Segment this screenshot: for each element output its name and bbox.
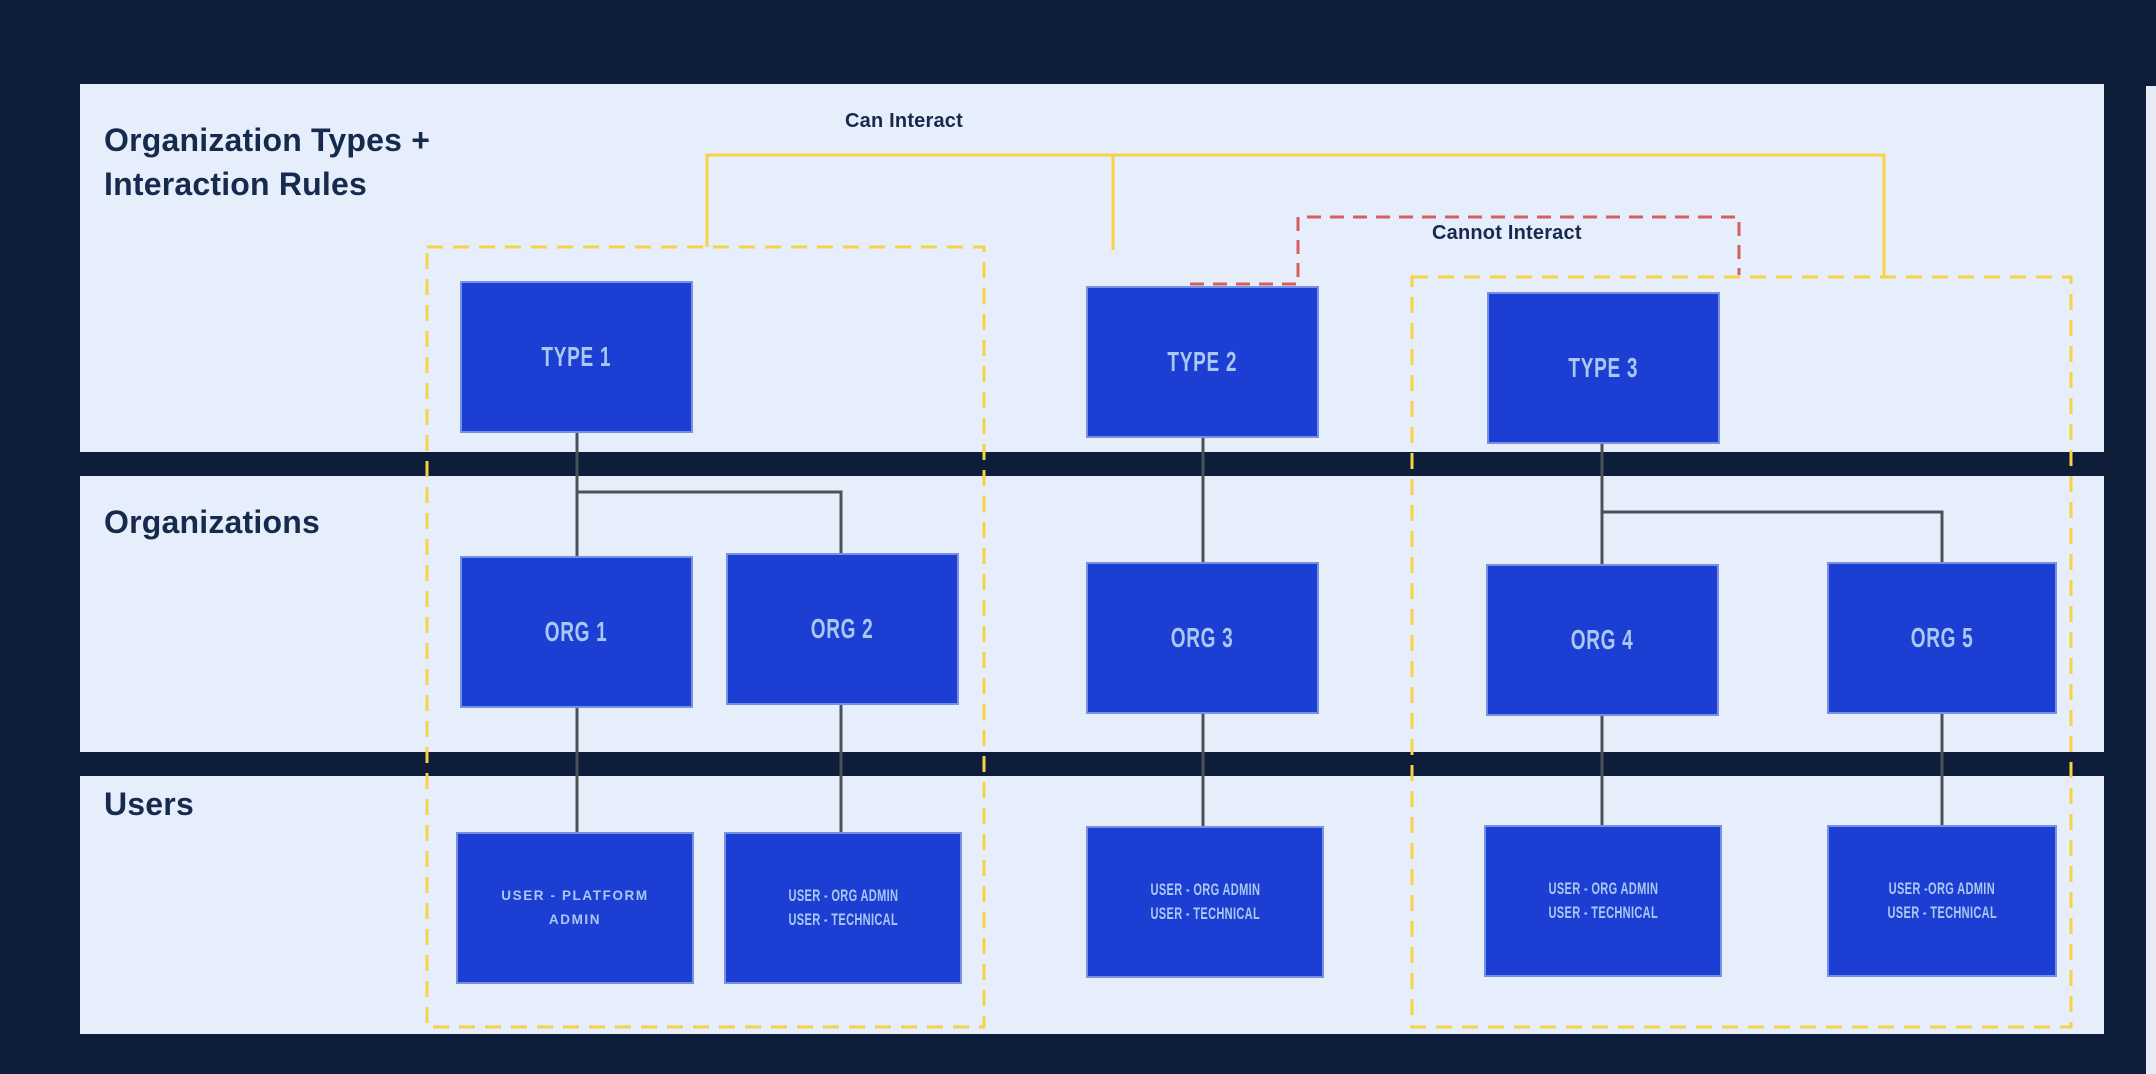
diagram-title-line1: Organization Types +	[104, 122, 431, 158]
node-user-1-line2: ADMIN	[548, 912, 602, 927]
node-org-2: ORG 2	[726, 553, 959, 705]
node-user-3-line1: USER - ORG ADMIN	[1150, 880, 1260, 899]
node-user-4-line1: USER - ORG ADMIN	[1548, 879, 1658, 898]
node-org-5: ORG 5	[1827, 562, 2057, 714]
can-interact-label: Can Interact	[845, 110, 963, 132]
node-org-3: ORG 3	[1086, 562, 1319, 714]
can-interact-line	[705, 153, 1886, 277]
node-org-1: ORG 1	[460, 556, 693, 708]
connector-type3-org5	[1602, 510, 1944, 562]
node-type-2: TYPE 2	[1086, 286, 1319, 438]
cannot-interact-line	[1190, 215, 1741, 286]
node-user-3-line2: USER - TECHNICAL	[1150, 904, 1260, 923]
node-user-org1-roles: USER - ORG ADMIN USER - TECHNICAL	[724, 832, 962, 984]
node-user-4-line2: USER - TECHNICAL	[1548, 903, 1658, 922]
node-org-4: ORG 4	[1486, 564, 1719, 716]
node-user-1-line1: USER - PLATFORM	[501, 888, 649, 903]
node-user-platform-admin: USER - PLATFORM ADMIN	[456, 832, 694, 984]
node-user-2-line2: USER - TECHNICAL	[788, 910, 898, 929]
node-user-5-line2: USER - TECHNICAL	[1887, 903, 1997, 922]
cannot-interact-label: Cannot Interact	[1432, 222, 1582, 244]
node-type-2-label: TYPE 2	[1167, 346, 1238, 377]
diagram-title: Organization Types + Interaction Rules	[104, 118, 430, 206]
node-user-org5-roles: USER -ORG ADMIN USER - TECHNICAL	[1827, 825, 2057, 977]
node-type-3-label: TYPE 3	[1568, 352, 1639, 383]
node-user-org4-roles: USER - ORG ADMIN USER - TECHNICAL	[1484, 825, 1722, 977]
right-edge-strip	[2146, 86, 2156, 1074]
node-org-4-label: ORG 4	[1571, 624, 1634, 655]
node-user-org3-roles: USER - ORG ADMIN USER - TECHNICAL	[1086, 826, 1324, 978]
node-type-1: TYPE 1	[460, 281, 693, 433]
users-heading: Users	[104, 786, 194, 822]
diagram-title-line2: Interaction Rules	[104, 166, 368, 202]
organizations-heading: Organizations	[104, 504, 320, 540]
node-type-1-label: TYPE 1	[541, 341, 612, 372]
connector-type1-org2	[577, 490, 843, 553]
node-org-3-label: ORG 3	[1171, 622, 1234, 653]
node-org-1-label: ORG 1	[545, 616, 608, 647]
node-user-2-line1: USER - ORG ADMIN	[788, 886, 898, 905]
node-type-3: TYPE 3	[1487, 292, 1720, 444]
type1-group-boundary	[425, 245, 986, 1029]
node-user-5-line1: USER -ORG ADMIN	[1888, 879, 1996, 898]
node-org-5-label: ORG 5	[1910, 622, 1974, 653]
node-org-2-label: ORG 2	[811, 613, 874, 644]
